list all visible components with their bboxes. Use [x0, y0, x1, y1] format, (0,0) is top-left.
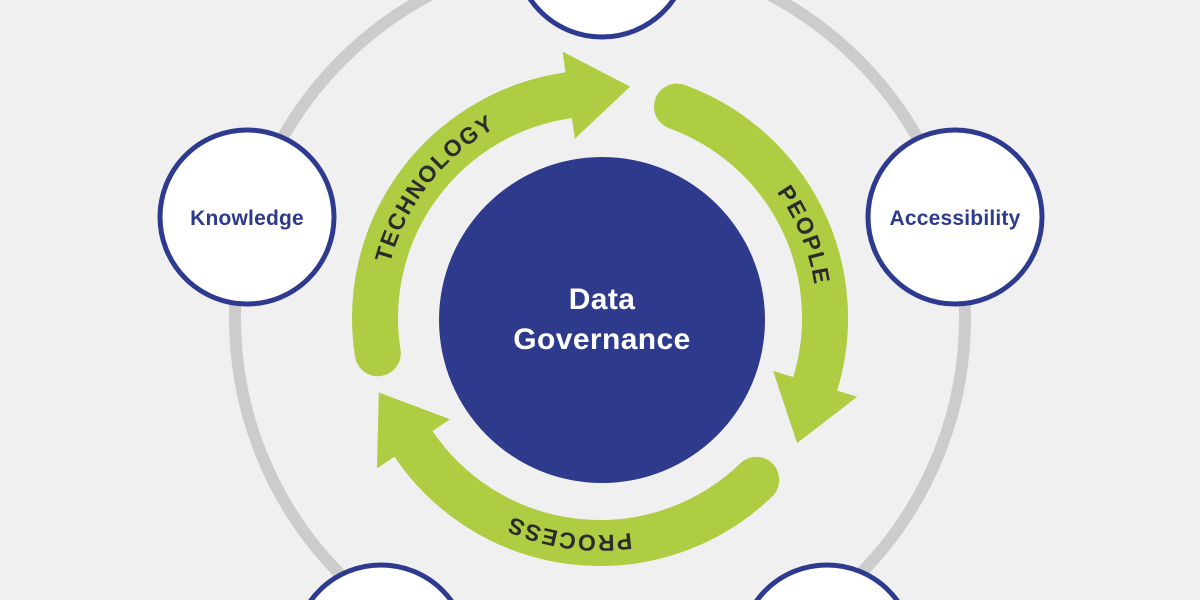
center-title-line2: Governance: [513, 323, 690, 356]
node-circle-top-partial: [527, 0, 677, 40]
node-label-knowledge: Knowledge: [190, 207, 304, 230]
node-circle-bottom-right-partial: [754, 562, 900, 600]
center-title-line1: Data: [569, 283, 636, 316]
technology-arrowhead-icon: [562, 51, 631, 139]
people-arrowhead-icon: [773, 370, 858, 444]
center-circle: [439, 157, 765, 483]
orbit-ring: [229, 0, 971, 600]
node-circle-knowledge: [157, 127, 337, 307]
technology-arc-arrow: [352, 72, 592, 377]
node-label-accessibility: Accessibility: [890, 207, 1021, 230]
node-circle-bottom-left-partial: [308, 562, 454, 600]
process-arrowhead-icon: [377, 392, 450, 469]
people-arc-arrow: [654, 83, 848, 407]
process-arc-arrow: [390, 420, 780, 566]
node-circle-accessibility: [865, 127, 1045, 307]
